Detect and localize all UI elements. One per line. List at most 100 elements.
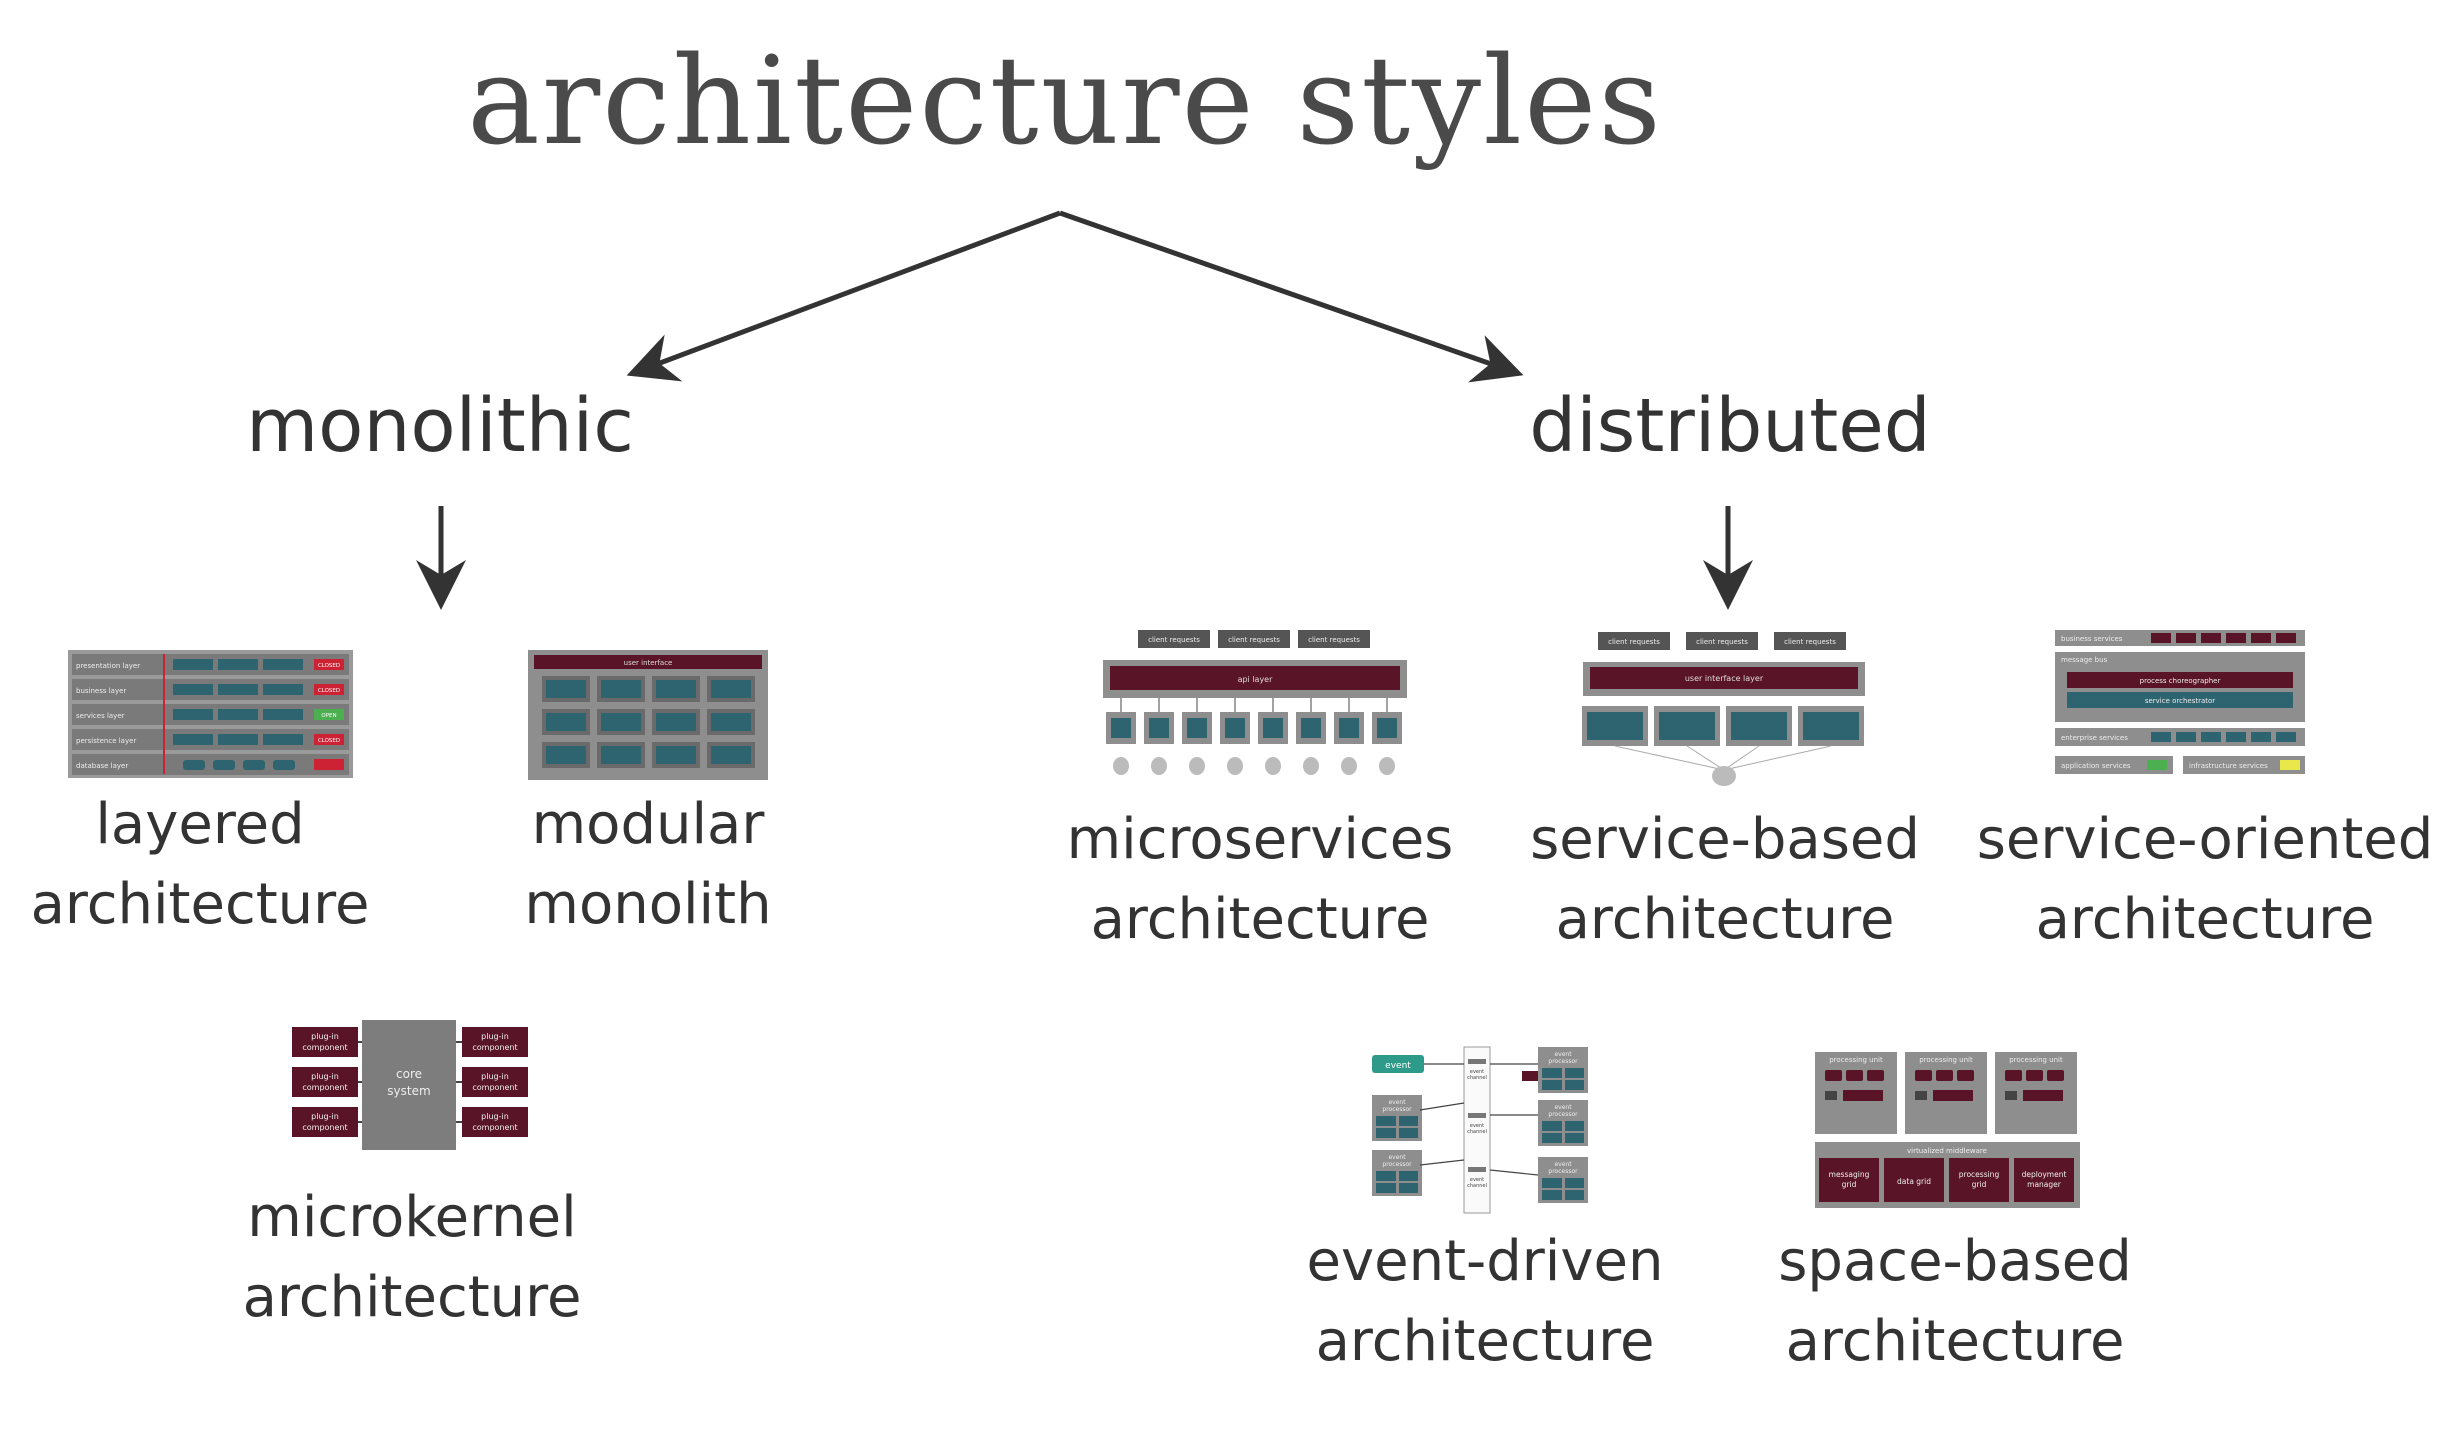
processor-component (1542, 1190, 1562, 1200)
soa-business-label: business services (2061, 635, 2123, 643)
unit-module (1846, 1070, 1863, 1081)
layer-component (173, 659, 213, 670)
label-line-1: service-based (1530, 807, 1920, 872)
module-body (711, 713, 751, 731)
business-service (2201, 633, 2221, 643)
modular-ui-label: user interface (624, 659, 673, 667)
channel-queue (1468, 1113, 1486, 1118)
client-box (1774, 632, 1846, 650)
client-label: client requests (1696, 638, 1748, 646)
processor-component (1542, 1068, 1562, 1078)
unit-module (1957, 1070, 1974, 1081)
service-db (1189, 757, 1205, 775)
service-db (1227, 757, 1243, 775)
layer-component (263, 709, 303, 720)
plugin-label-2: component (302, 1123, 347, 1132)
soa-bus-label: message bus (2061, 656, 2108, 664)
unit-module (2005, 1070, 2022, 1081)
client-label: client requests (1784, 638, 1836, 646)
service-body (1149, 718, 1169, 738)
processor-component (1565, 1178, 1584, 1188)
business-service (2151, 633, 2171, 643)
layer-component (263, 659, 303, 670)
unit-cache (1843, 1090, 1883, 1101)
processor-component (1565, 1080, 1584, 1090)
layer-label: database layer (76, 762, 128, 770)
processor-label-1: event (1554, 1161, 1572, 1168)
unit-cache (1933, 1090, 1973, 1101)
processor-component (1565, 1190, 1584, 1200)
label-line-2: architecture (242, 1265, 582, 1330)
client-label: client requests (1228, 636, 1280, 644)
plugin-label-2: component (472, 1043, 517, 1052)
plugin-label-2: component (302, 1083, 347, 1092)
processor-label-1: event (1388, 1099, 1406, 1106)
service-body (1587, 712, 1643, 740)
processor-label-2: processor (1548, 1058, 1578, 1065)
label-modular-monolith: modular monolith (468, 785, 828, 945)
arrow-to-distributed (1059, 210, 1524, 383)
layer-label: services layer (76, 712, 125, 720)
client-box (1138, 630, 1210, 648)
enterprise-service (2251, 732, 2271, 742)
service-db (1341, 757, 1357, 775)
processor-component (1542, 1080, 1562, 1090)
sb-ui-label: user interface layer (1685, 674, 1764, 683)
unit-label: processing unit (2009, 1056, 2063, 1064)
plugin-box (292, 1107, 358, 1137)
enterprise-service (2151, 732, 2171, 742)
layer-status-label: CLOSED (318, 688, 340, 694)
channel-label-2: channel (1467, 1129, 1487, 1135)
plugin-box (462, 1107, 528, 1137)
layer-label: business layer (76, 687, 126, 695)
processor-label-2: processor (1548, 1168, 1578, 1175)
layer-component (218, 709, 258, 720)
label-line-1: service-oriented (1976, 807, 2434, 872)
module-body (656, 746, 696, 764)
layer-component (263, 684, 303, 695)
business-service (2176, 633, 2196, 643)
business-service (2226, 633, 2246, 643)
layer-component (173, 709, 213, 720)
service-body (1803, 712, 1859, 740)
layer-component (173, 734, 213, 745)
client-box (1298, 630, 1370, 648)
processor-component (1399, 1128, 1418, 1138)
channel-label-1: event (1470, 1069, 1484, 1075)
service-body (1187, 718, 1207, 738)
layer-component (218, 734, 258, 745)
middleware-grid (2014, 1158, 2074, 1202)
service-body (1263, 718, 1283, 738)
service-body (1377, 718, 1397, 738)
grid-label: data grid (1897, 1177, 1931, 1186)
processor-component (1565, 1133, 1584, 1143)
core-label-1: core (396, 1067, 422, 1081)
grid-label: grid (1842, 1180, 1857, 1189)
label-microservices-architecture: microservices architecture (1060, 800, 1460, 960)
unit-connector (1825, 1091, 1837, 1100)
plugin-label-1: plug-in (481, 1032, 509, 1041)
service-body (1301, 718, 1321, 738)
service-db (1151, 757, 1167, 775)
module-body (656, 680, 696, 698)
layer-status (314, 659, 344, 670)
processor-component (1565, 1068, 1584, 1078)
module-body (546, 713, 586, 731)
label-layered-architecture: layered architecture (20, 785, 380, 945)
processor-component (1542, 1178, 1562, 1188)
service-body (1659, 712, 1715, 740)
layer-label: presentation layer (76, 662, 140, 670)
label-line-2: architecture (1315, 1309, 1655, 1374)
service-body (1111, 718, 1131, 738)
enterprise-service (2201, 732, 2221, 742)
processor-component (1376, 1116, 1396, 1126)
processor-component (1399, 1183, 1418, 1193)
layer-status (314, 709, 344, 720)
service-db-link (1614, 745, 1725, 771)
plugin-label-1: plug-in (311, 1072, 339, 1081)
label-line-1: microservices (1066, 807, 1454, 872)
service-db (1113, 757, 1129, 775)
label-service-based-architecture: service-based architecture (1525, 800, 1925, 960)
module-body (711, 680, 751, 698)
